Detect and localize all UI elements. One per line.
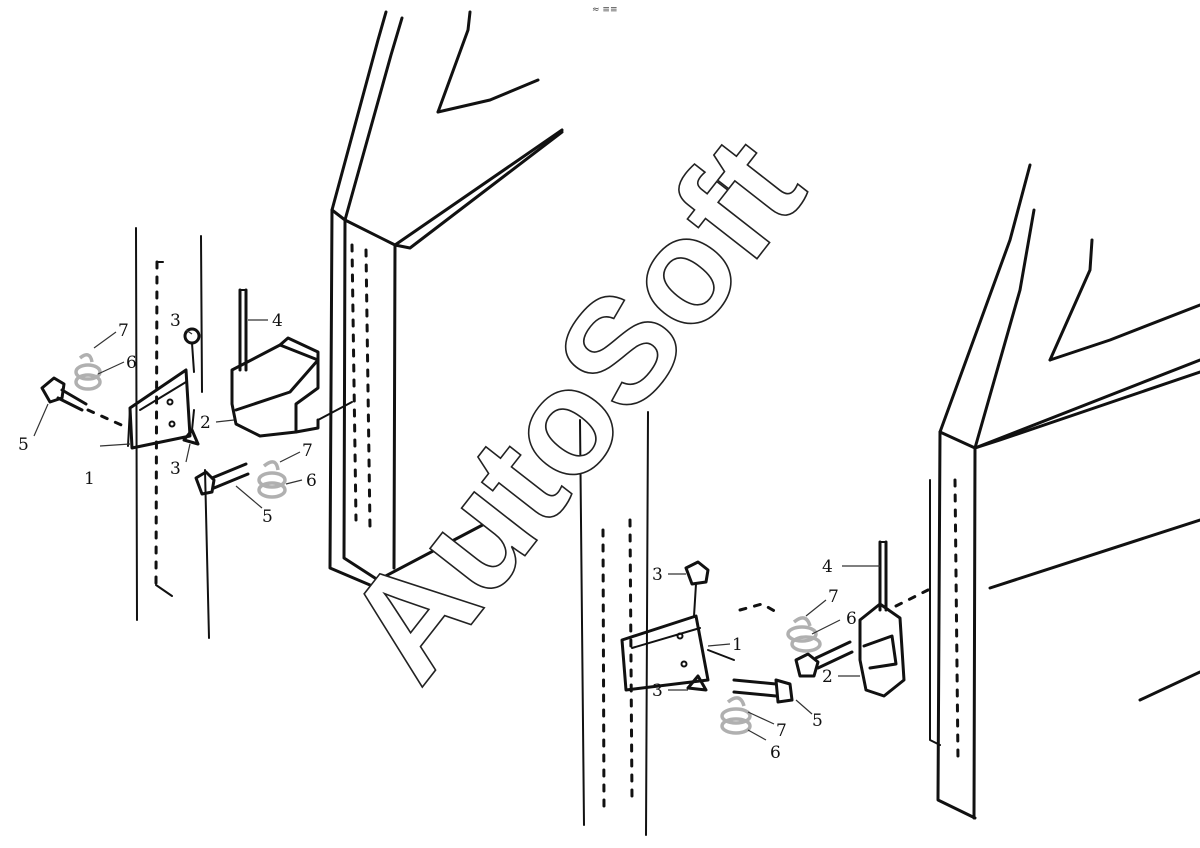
right-pin-4 (878, 540, 888, 612)
left-washers-b (257, 460, 287, 499)
left-hinge-plate-1 (127, 368, 192, 450)
leader-l1 (99, 443, 131, 447)
right-bolt-3-bottom (686, 674, 708, 692)
right-label-7-a: 7 (828, 587, 839, 607)
left-label-7-b: 7 (302, 441, 313, 461)
leader-r7a (805, 599, 827, 617)
leader-r6a (811, 619, 841, 635)
watermark-text: AutoSoft (313, 107, 835, 709)
right-bolt-5-a (707, 649, 794, 704)
left-assembly: 1 2 3 3 4 5 5 6 6 7 7 (18, 10, 564, 639)
leader-r7b (747, 711, 775, 725)
left-label-6-b: 6 (306, 471, 317, 491)
right-label-6-a: 6 (846, 609, 857, 629)
right-label-3-bottom: 3 (652, 681, 663, 701)
right-label-7-b: 7 (776, 721, 787, 741)
left-label-5-a: 5 (18, 435, 29, 455)
right-label-6-b: 6 (770, 743, 781, 763)
right-hinge-bracket-2 (858, 588, 930, 698)
left-bolt-3-bottom (182, 409, 200, 446)
left-door (328, 10, 564, 590)
right-label-3-top: 3 (652, 565, 663, 585)
right-assembly: 1 2 3 3 4 5 6 6 7 7 (579, 163, 1200, 836)
right-bolt-5-b (794, 640, 854, 678)
leader-l7b (279, 451, 301, 463)
left-label-1: 1 (84, 469, 95, 489)
right-label-1: 1 (732, 635, 743, 655)
left-pin-4 (238, 288, 248, 372)
left-label-6-a: 6 (126, 353, 137, 373)
right-label-2: 2 (822, 667, 833, 687)
left-bolt-5-a (40, 376, 130, 430)
left-washers-a (74, 353, 102, 391)
right-washers-b (720, 696, 752, 735)
right-label-5: 5 (812, 711, 823, 731)
right-bolt-3-top (684, 560, 710, 617)
left-bolt-5-b (194, 462, 250, 496)
left-hinge-bracket-2 (230, 336, 353, 438)
leader-l3b (185, 443, 191, 463)
leader-r5 (795, 699, 813, 715)
leader-l6a (97, 361, 125, 375)
leader-l2 (215, 419, 235, 423)
left-bolt-3-top (183, 327, 201, 373)
right-label-4: 4 (822, 557, 833, 577)
left-label-3-top: 3 (170, 311, 181, 331)
leader-l7a (93, 331, 117, 349)
leader-r6b (747, 729, 767, 741)
left-label-4: 4 (272, 311, 283, 331)
right-washers-a (786, 616, 822, 653)
left-pillar (135, 227, 210, 639)
right-pillar (579, 411, 649, 836)
leader-l3a (185, 329, 193, 335)
leader-l5a (33, 403, 49, 437)
left-label-2: 2 (200, 413, 211, 433)
left-label-3-bottom: 3 (170, 459, 181, 479)
left-label-7-a: 7 (118, 321, 129, 341)
top-mark: ≈ ≡≡ (592, 5, 617, 15)
leader-l5b (235, 485, 263, 509)
leader-r1 (707, 643, 731, 647)
leader-l6b (285, 479, 303, 485)
right-hinge-plate-1 (620, 602, 782, 692)
left-label-5-b: 5 (262, 507, 273, 527)
right-door (929, 163, 1200, 820)
